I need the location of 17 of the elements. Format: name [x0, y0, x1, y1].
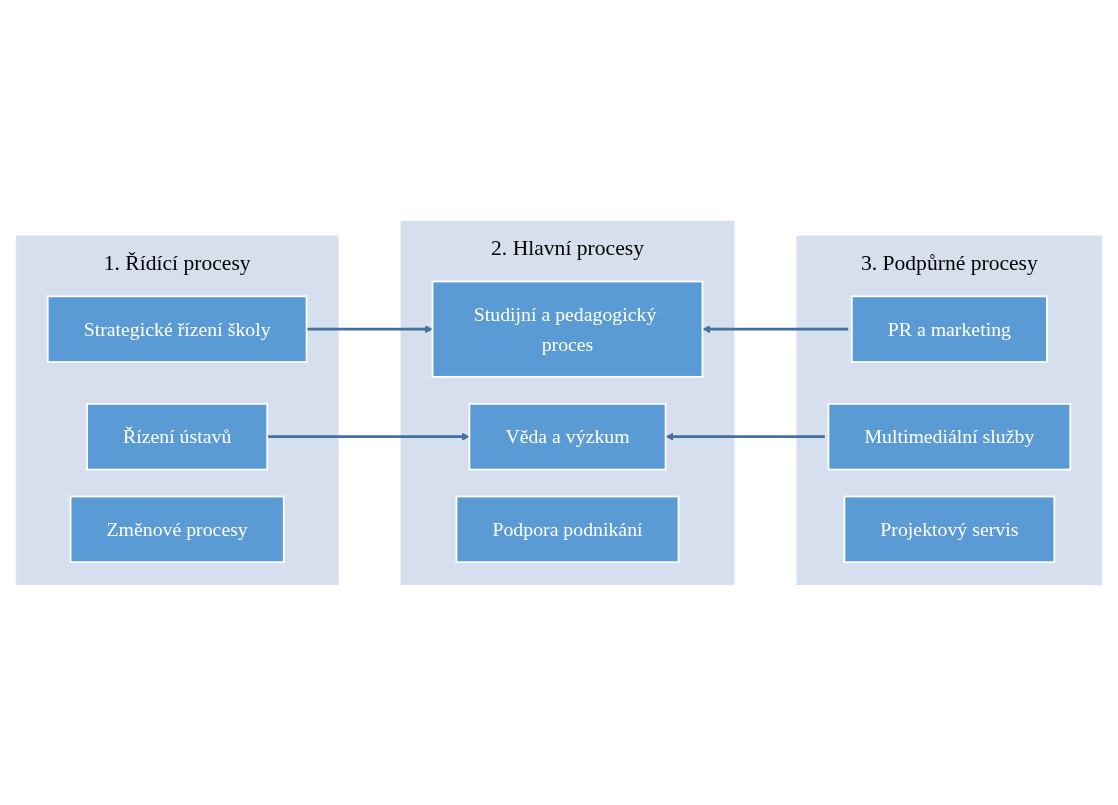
node-box	[468, 402, 667, 470]
arrow	[267, 432, 470, 441]
node-box	[850, 294, 1048, 363]
cluster	[400, 220, 735, 585]
node-box	[46, 294, 308, 363]
arrow	[702, 324, 849, 333]
cluster	[796, 235, 1103, 585]
arrow	[306, 324, 433, 333]
arrow	[665, 432, 825, 441]
node-box	[827, 402, 1072, 470]
node-box	[86, 402, 269, 470]
node-box	[69, 495, 285, 563]
node-box	[431, 280, 704, 378]
node-box	[843, 495, 1056, 563]
cluster	[15, 235, 339, 585]
node-box	[455, 495, 680, 563]
diagram: 3. Podpůrné procesy 2. Hlavní procesy 1. Řídící procesy Strategické řízení školy Řízení ústavů Změnové procesy Studijní a pedagogický proces Věda a výzkum Podpora podnikání PR a marketing Multimediální služby Projektový servis	[9, 213, 1109, 592]
